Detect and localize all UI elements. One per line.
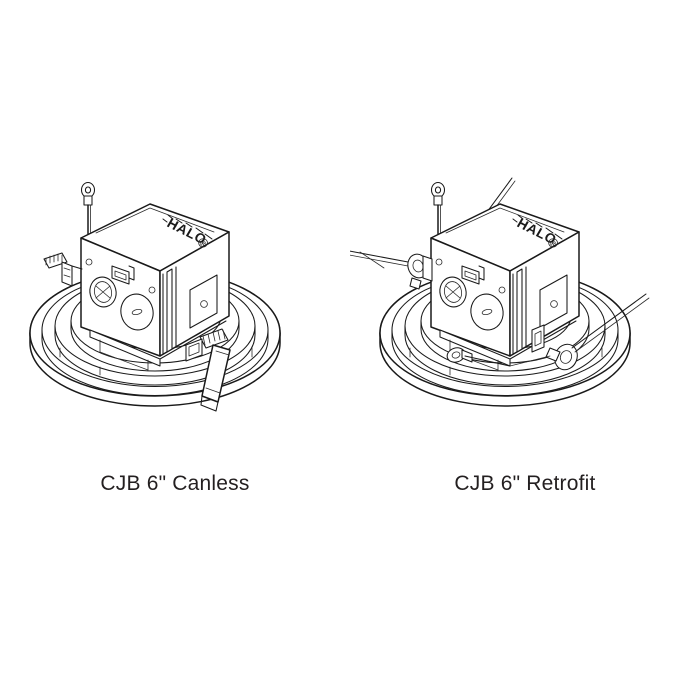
junction-box-retrofit: HALO ® xyxy=(430,203,580,371)
halo-registered-mark: ® xyxy=(198,239,208,249)
cjb-6-canless-illustration: HALO ® xyxy=(29,181,281,412)
torsion-clip-left-retrofit xyxy=(350,250,433,290)
mounting-bracket-canless xyxy=(185,328,231,412)
halo-registered-mark: ® xyxy=(548,239,558,249)
torsion-clip-right-retrofit xyxy=(509,293,650,371)
figure-cjb-6-retrofit: HALO ® xyxy=(350,170,700,510)
figure-cjb-6-canless: HALO ® xyxy=(0,170,350,510)
junction-box-canless: HALO ® xyxy=(80,203,230,371)
figure-caption-retrofit: CJB 6" Retrofit xyxy=(454,472,596,495)
torsion-clip-bottom-retrofit xyxy=(446,347,511,367)
spring-bracket-left-canless xyxy=(43,252,83,287)
figure-caption-canless: CJB 6" Canless xyxy=(100,472,250,495)
cjb-6-retrofit-illustration: HALO ® xyxy=(350,177,650,407)
